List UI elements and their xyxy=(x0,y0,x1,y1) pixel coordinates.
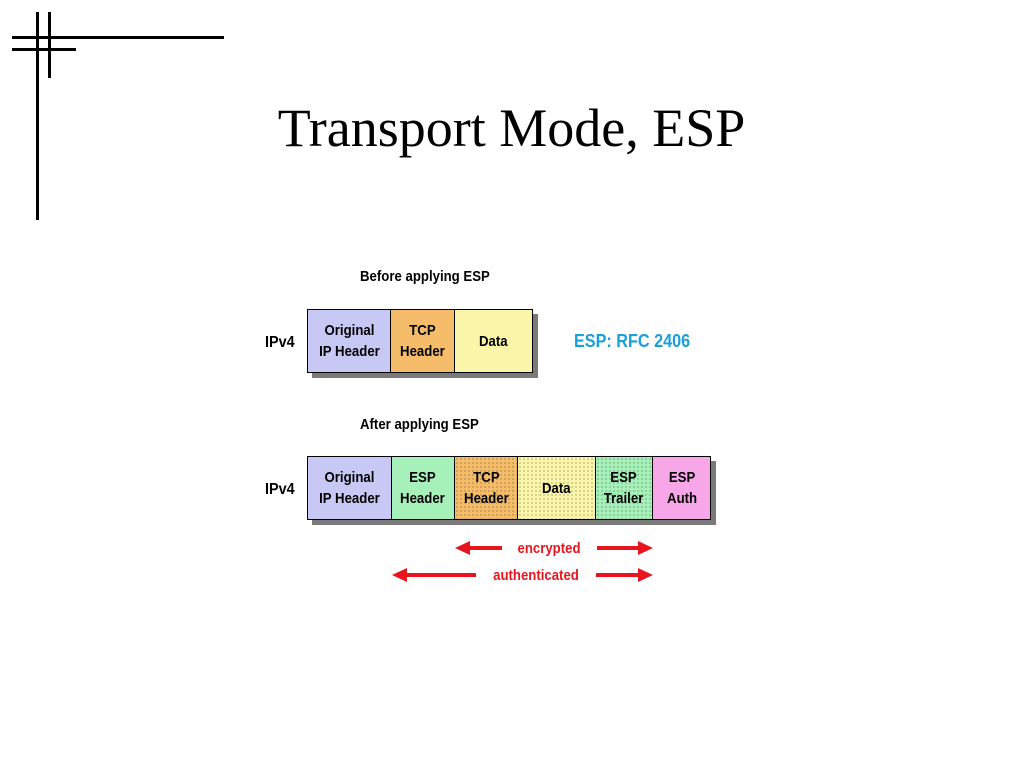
rfc-reference: ESP: RFC 2406 xyxy=(574,331,691,351)
before-caption: Before applying ESP xyxy=(360,268,490,285)
authenticated-arrow-left-head xyxy=(392,568,407,582)
field-esp-header: ESP Header xyxy=(391,457,456,519)
after-caption: After applying ESP xyxy=(360,416,479,433)
field-original-ip-header: Original IP Header xyxy=(308,310,392,372)
encrypted-arrow-right-head xyxy=(638,541,653,555)
encrypted-arrow: encrypted xyxy=(455,539,653,556)
field-original-ip-header: Original IP Header xyxy=(308,457,392,519)
authenticated-arrow: authenticated xyxy=(392,566,653,583)
corner-decoration-horizontal-short xyxy=(12,48,76,51)
authenticated-label: authenticated xyxy=(493,566,579,583)
corner-decoration-vertical-short xyxy=(48,12,51,78)
packet-before-fields: Original IP Header TCP Header Data xyxy=(307,309,533,373)
field-tcp-header: TCP Header xyxy=(455,457,518,519)
encrypted-label: encrypted xyxy=(517,539,580,556)
corner-decoration-horizontal xyxy=(12,36,224,39)
field-data: Data xyxy=(517,457,596,519)
corner-decoration-vertical xyxy=(36,12,39,220)
field-data: Data xyxy=(454,310,532,372)
field-tcp-header: TCP Header xyxy=(391,310,455,372)
authenticated-arrow-right-head xyxy=(638,568,653,582)
packet-after: Original IP Header ESP Header TCP Header… xyxy=(307,456,716,525)
ipv4-label-before: IPv4 xyxy=(265,334,295,351)
slide-title: Transport Mode, ESP xyxy=(277,98,746,158)
packet-after-fields: Original IP Header ESP Header TCP Header… xyxy=(307,456,711,520)
field-esp-auth: ESP Auth xyxy=(653,457,710,519)
ipv4-label-after: IPv4 xyxy=(265,481,295,498)
encrypted-arrow-left-head xyxy=(455,541,470,555)
packet-before: Original IP Header TCP Header Data xyxy=(307,309,538,378)
field-esp-trailer: ESP Trailer xyxy=(595,457,654,519)
